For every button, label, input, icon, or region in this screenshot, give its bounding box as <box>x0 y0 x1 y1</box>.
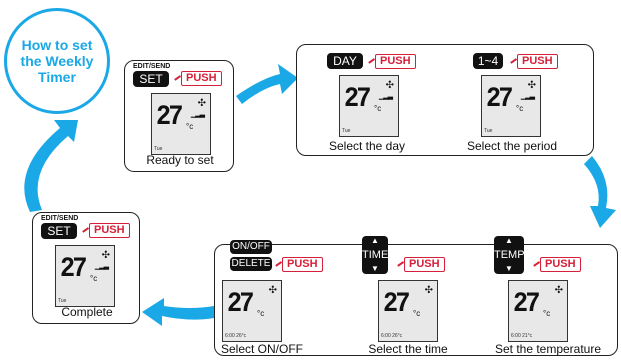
push-label: PUSH <box>375 54 416 69</box>
time-button[interactable]: ▲ TIME ▼ <box>362 236 389 274</box>
fan-icon: ✣ <box>385 80 394 91</box>
caption-ready: Ready to set <box>146 153 214 167</box>
caption-complete: Complete <box>61 305 113 319</box>
edit-send-label: EDIT/SEND <box>133 63 171 70</box>
arrow-ready-to-day <box>236 64 298 104</box>
fan-icon: ✣ <box>527 80 536 91</box>
lcd-display: ✣ 27 °c ▁▂▃ Tue <box>55 245 115 307</box>
panel-day-period: DAY PUSH ✣ 27 °c ▁▂▃ Tue Select the day … <box>296 44 594 156</box>
up-arrow-icon: ▲ <box>505 236 513 245</box>
lcd-display: ✣ 27 °c 6:00 21°c <box>508 280 568 342</box>
fan-icon: ✣ <box>424 285 433 296</box>
edit-send-label: EDIT/SEND <box>41 215 79 222</box>
lcd-display: ✣ 27 °c ▁▂▃ Tue <box>339 75 399 137</box>
delete-button[interactable]: DELETE <box>230 257 272 271</box>
push-label: PUSH <box>282 257 323 272</box>
fan-speed-icon: ▁▂▃ <box>94 263 109 270</box>
down-arrow-icon: ▼ <box>505 264 513 273</box>
set-button[interactable]: SET <box>41 223 77 239</box>
arrow-top-to-bottom <box>584 156 616 228</box>
lcd-display: ✣ 27 °c ▁▂▃ Tue <box>481 75 541 137</box>
fan-speed-icon: ▁▂▃ <box>190 111 205 118</box>
fan-icon: ✣ <box>101 250 110 261</box>
up-arrow-icon: ▲ <box>371 236 379 245</box>
caption-temp: Set the temperature <box>494 342 602 356</box>
caption-day: Select the day <box>328 139 406 153</box>
set-button[interactable]: SET <box>133 71 169 87</box>
onoff-button[interactable]: ON/OFF <box>230 240 272 254</box>
push-label: PUSH <box>181 71 222 86</box>
temp-button[interactable]: ▲ TEMP ▼ <box>494 236 525 274</box>
arrow-complete-to-badge <box>24 120 78 212</box>
period-button[interactable]: 1~4 <box>473 53 503 69</box>
push-label: PUSH <box>89 223 130 238</box>
badge-title: How to set the Weekly Timer <box>20 37 94 85</box>
fan-icon: ✣ <box>554 285 563 296</box>
fan-icon: ✣ <box>268 285 277 296</box>
fan-icon: ✣ <box>197 98 206 109</box>
lcd-display: ✣ 27 °c 6:00 26°c <box>378 280 438 342</box>
push-label: PUSH <box>404 257 445 272</box>
fan-speed-icon: ▁▂▃ <box>378 93 393 100</box>
panel-ready: EDIT/SEND SET PUSH ✣ 27 °c ▁▂▃ Tue Ready… <box>124 60 234 172</box>
arrow-bottom-to-complete <box>142 298 214 326</box>
caption-time: Select the time <box>368 342 448 356</box>
down-arrow-icon: ▼ <box>371 264 379 273</box>
lcd-display: ✣ 27 °c 6:00 26°c <box>222 280 282 342</box>
weekly-timer-badge: How to set the Weekly Timer <box>4 8 110 114</box>
lcd-display: ✣ 27 °c ▁▂▃ Tue <box>151 93 211 155</box>
fan-speed-icon: ▁▂▃ <box>520 93 535 100</box>
day-button[interactable]: DAY <box>327 53 363 69</box>
caption-period: Select the period <box>466 139 558 153</box>
panel-complete: EDIT/SEND SET PUSH ✣ 27 °c ▁▂▃ Tue Compl… <box>32 212 140 324</box>
push-label: PUSH <box>540 257 581 272</box>
push-label: PUSH <box>517 54 558 69</box>
caption-onoff: Select ON/OFF <box>220 342 303 356</box>
